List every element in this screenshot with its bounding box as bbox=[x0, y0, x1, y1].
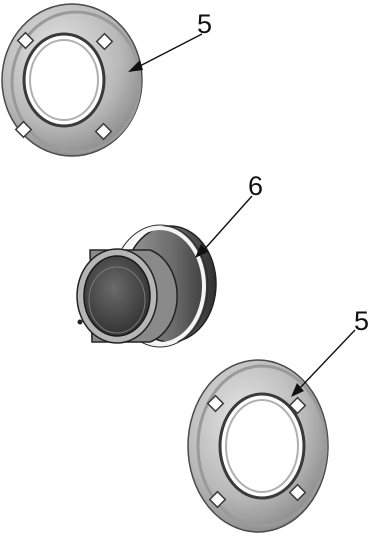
callout-label-6: 6 bbox=[248, 171, 263, 201]
leader-line bbox=[298, 330, 355, 390]
top-flange-part bbox=[2, 4, 142, 156]
callout-bearing-insert: 6 bbox=[195, 171, 263, 258]
callout-label-5-top: 5 bbox=[197, 9, 212, 39]
bearing-insert-part bbox=[77, 225, 216, 347]
callout-label-5-bottom: 5 bbox=[354, 306, 369, 336]
leader-line bbox=[202, 196, 252, 252]
leader-line bbox=[136, 34, 202, 68]
callout-top-flange: 5 bbox=[128, 9, 212, 72]
bottom-flange-part bbox=[188, 360, 328, 532]
